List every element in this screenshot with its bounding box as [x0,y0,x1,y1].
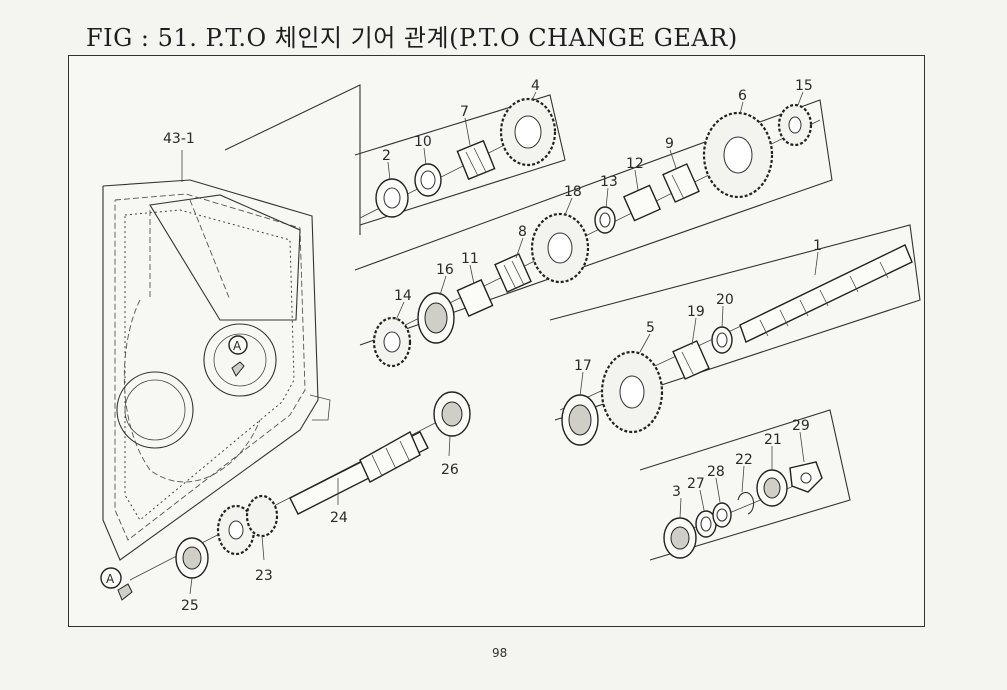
callout-7: 7 [460,104,469,120]
marker-a-label-lower: A [106,572,115,586]
diagram-frame [68,55,925,627]
transmission-housing: A [102,150,331,561]
figure-title: FIG : 51. P.T.O 체인지 기어 관계(P.T.O CHANGE G… [86,24,738,52]
panel-gear-6 [354,99,833,346]
callout-16: 16 [436,262,454,278]
callout-23: 23 [255,568,273,584]
marker-a-lower [100,567,133,601]
callout-4: 4 [531,78,540,94]
callout-15: 15 [795,78,813,94]
callout-28: 28 [707,464,725,480]
part-29-plate [789,461,823,493]
leader-lines [189,91,819,595]
callout-26: 26 [441,462,459,478]
callout-11: 11 [461,251,479,267]
callout-43-1: 43-1 [163,131,195,147]
part-19-needle-bearing [672,340,710,380]
part-15-gear [777,103,813,147]
part-21-bearing [756,469,788,507]
callout-13: 13 [600,174,618,190]
callout-1: 1 [813,238,822,254]
part-5-gear [600,350,664,434]
callout-10: 10 [414,134,432,150]
part-3-bearing [663,517,697,559]
callout-29: 29 [792,418,810,434]
callout-2: 2 [382,148,391,164]
part-14-gear [372,316,412,368]
part-11-collar [456,278,494,318]
part-23-gear [216,494,279,556]
part-10-ring [414,163,442,197]
panel-gear-4 [354,94,566,226]
panel-bearing-21 [639,409,851,561]
part-25-bearing [175,537,209,579]
callout-12: 12 [626,156,644,172]
callout-22: 22 [735,452,753,468]
part-13-washer [594,206,616,234]
callout-21: 21 [764,432,782,448]
marker-arrow-housing [231,361,245,377]
panel-shaft-1 [549,224,921,421]
part-16-bearing [417,292,455,344]
callout-9: 9 [665,136,674,152]
part-12-collar [622,184,662,222]
part-4-gear [499,97,557,167]
callout-17: 17 [574,358,592,374]
callout-3: 3 [672,484,681,500]
part-24-shaft [289,431,429,515]
part-9-needle-bearing [662,163,700,203]
callout-20: 20 [716,292,734,308]
callout-5: 5 [646,320,655,336]
callout-24: 24 [330,510,348,526]
part-17-sleeve [561,394,599,446]
page-number: 98 [492,646,508,660]
part-22-snap-ring [737,491,755,515]
marker-a-label-housing: A [233,339,242,353]
part-20-washer [711,326,733,354]
callout-25: 25 [181,598,199,614]
part-6-gear [702,111,774,199]
marker-a-circle-housing [228,335,248,355]
callout-6: 6 [738,88,747,104]
panel-housing-bracket [224,84,361,235]
callout-14: 14 [394,288,412,304]
part-18-gear [530,212,590,284]
part-26-bearing [433,391,471,437]
part-7-needle-bearing [456,139,496,181]
callout-18: 18 [564,184,582,200]
part-2-bearing [375,178,409,218]
part-1-shaft [739,244,913,343]
callout-27: 27 [687,476,705,492]
callout-8: 8 [518,224,527,240]
part-8-needle-bearing [494,253,532,293]
part-28-washer [712,502,732,528]
callout-19: 19 [687,304,705,320]
